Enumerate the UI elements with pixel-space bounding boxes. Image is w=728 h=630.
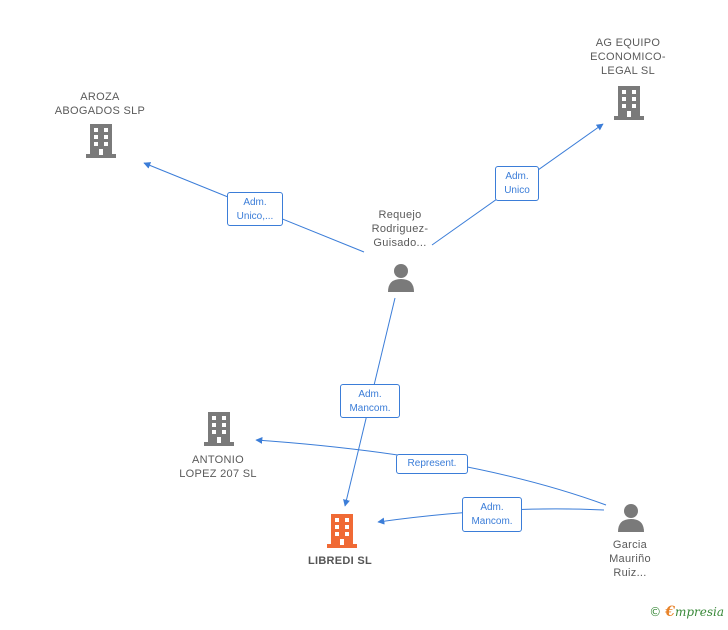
building-icon[interactable] bbox=[327, 514, 357, 548]
edge-label-represent[interactable]: Represent. bbox=[396, 454, 468, 474]
node-label-garcia[interactable]: Garcia Mauriño Ruiz... bbox=[609, 539, 651, 579]
edge-label-adm-mancom-requejo[interactable]: Adm. Mancom. bbox=[340, 384, 400, 418]
building-icon[interactable] bbox=[204, 412, 234, 446]
building-icon[interactable] bbox=[86, 124, 116, 158]
person-icon[interactable] bbox=[616, 502, 646, 532]
node-label-aroza[interactable]: AROZA ABOGADOS SLP bbox=[54, 91, 146, 117]
edge-label-adm-unico-aroza[interactable]: Adm. Unico,... bbox=[227, 192, 283, 226]
node-label-ag-equipo[interactable]: AG EQUIPO ECONOMICO- LEGAL SL bbox=[590, 37, 666, 77]
edge-label-adm-unico-ag[interactable]: Adm. Unico bbox=[495, 166, 539, 201]
node-label-libredi[interactable]: LIBREDI SL bbox=[307, 555, 373, 567]
building-icon[interactable] bbox=[614, 86, 644, 120]
node-label-antonio[interactable]: ANTONIO LOPEZ 207 SL bbox=[179, 454, 257, 480]
person-icon[interactable] bbox=[386, 262, 416, 292]
brand-logo: ©€mpresia bbox=[649, 604, 724, 620]
node-label-requejo[interactable]: Requejo Rodriguez- Guisado... bbox=[371, 209, 429, 249]
edge-label-adm-mancom-garcia[interactable]: Adm. Mancom. bbox=[462, 497, 522, 532]
